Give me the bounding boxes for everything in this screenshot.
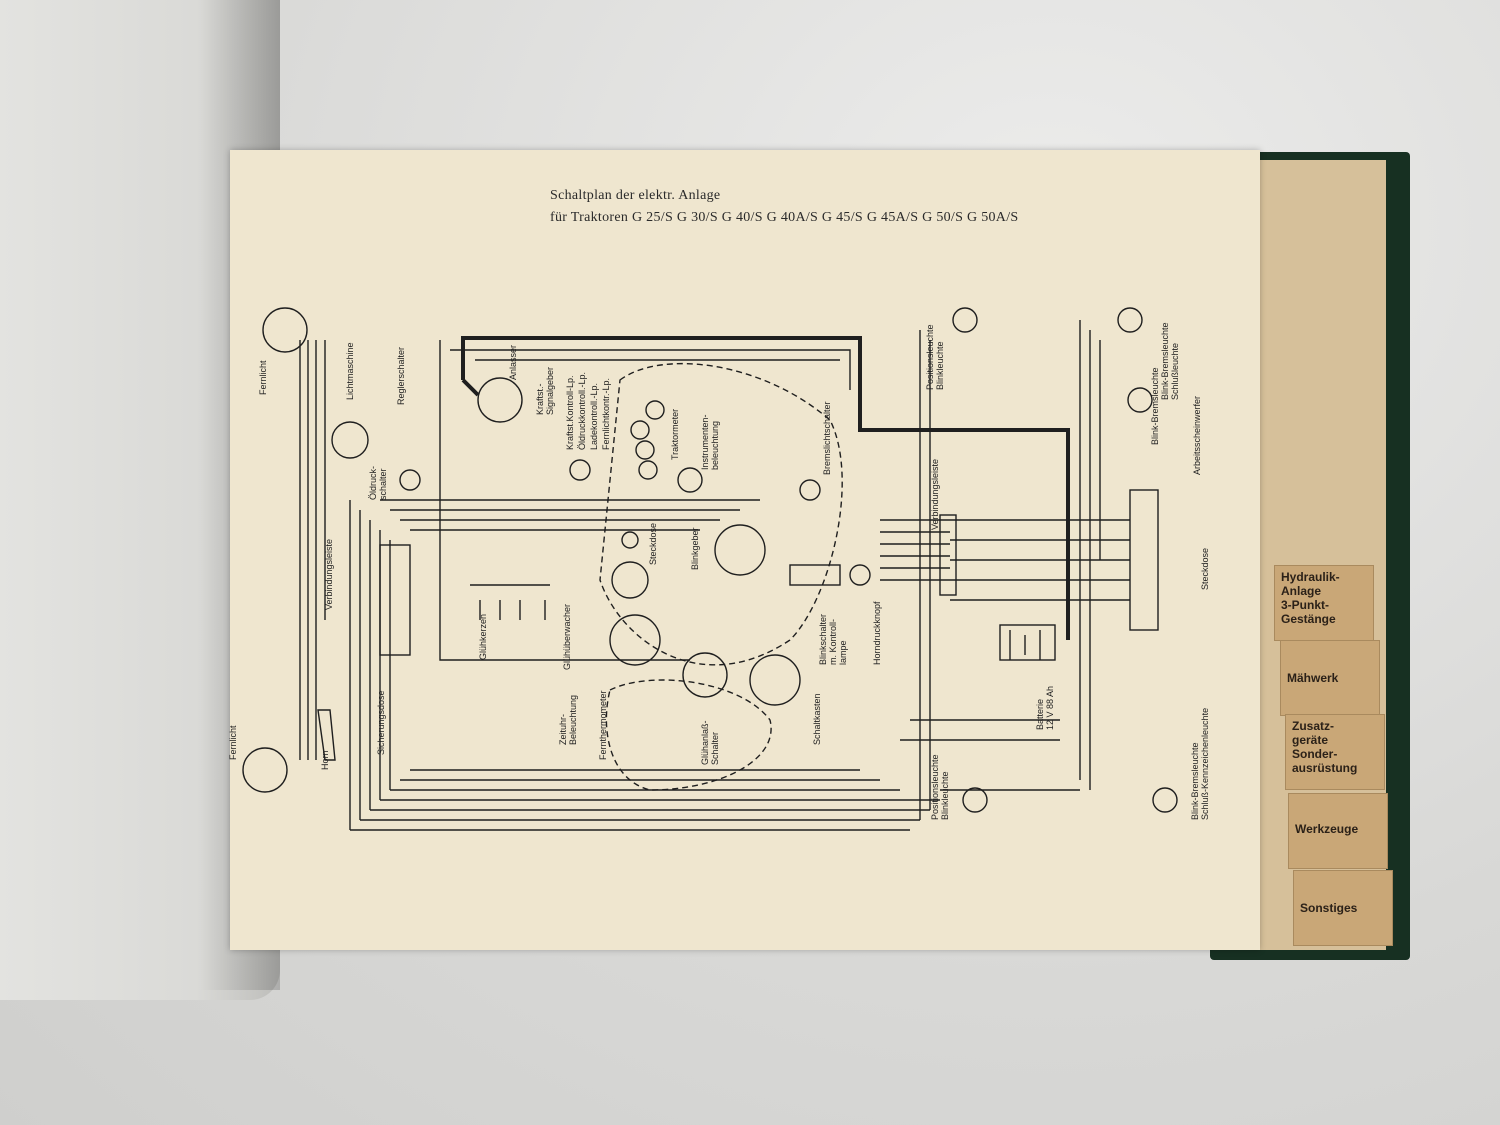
label-blinkschalter: Blinkschalter m. Kontroll- lampe	[818, 613, 848, 665]
label-fernthermometer: Fernthermometer	[598, 690, 608, 760]
tab-label: Anlage	[1281, 584, 1322, 598]
label-blink-brems-bottom: Blink-Bremsleuchte Schluß-Kennzeichenleu…	[1190, 707, 1210, 820]
label-gluehkerzen: Glühkerzen	[478, 613, 488, 660]
tab-label: Werkzeuge	[1295, 822, 1359, 836]
tab-label: Sonstiges	[1300, 901, 1358, 915]
tab-label: Zusatz-	[1292, 719, 1334, 733]
label-traktormeter: Traktormeter	[670, 408, 680, 460]
tab-zusatzgeraete[interactable]: Zusatz- geräte Sonder- ausrüstung	[1285, 714, 1385, 790]
label-oeldruckkontroll: Öldruckkontroll.-Lp.	[577, 371, 587, 450]
label-sicherungsdose: Sicherungsdose	[376, 690, 386, 755]
label-instrumentenbeleuchtung: Instrumenten- beleuchtung	[700, 414, 720, 470]
label-zeituhr: Zeituhr- Beleuchtung	[558, 694, 578, 745]
label-positionsleuchte-bottom: Positionsleuchte Blinkleuchte	[930, 754, 950, 820]
tab-werkzeuge[interactable]: Werkzeuge	[1288, 793, 1388, 869]
label-blinkgeber: Blinkgeber	[690, 527, 700, 570]
label-verbindungsleiste-left: Verbindungsleiste	[324, 538, 334, 610]
label-arbeitsscheinwerfer: Arbeitsscheinwerfer	[1192, 395, 1202, 475]
tab-label: Hydraulik-	[1281, 570, 1340, 584]
tab-label: Mähwerk	[1287, 671, 1339, 685]
label-batterie: Batterie 12 V 88 Ah	[1035, 685, 1055, 730]
label-positionsleuchte-top: Positionsleuchte Blinkleuchte	[925, 324, 945, 390]
tab-label: 3-Punkt-	[1281, 598, 1329, 612]
tab-label: geräte	[1292, 733, 1329, 747]
label-anlasser: Anlasser	[508, 344, 518, 380]
label-blink-brems-top: Blink-Bremsleuchte Schlußleuchte	[1160, 322, 1180, 400]
label-ladekontroll: Ladekontroll.-Lp.	[589, 382, 599, 450]
tab-maehwerk[interactable]: Mähwerk	[1280, 640, 1380, 716]
tab-label: ausrüstung	[1292, 761, 1358, 775]
label-kraftst-signalgeber: Kraftst.- Signalgeber	[535, 366, 555, 415]
label-steckdose-right: Steckdose	[1200, 547, 1210, 590]
label-schaltkasten: Schaltkasten	[812, 693, 822, 745]
label-horndruckknopf: Horndruckknopf	[872, 601, 882, 665]
label-gluehueberwacher: Glühüberwacher	[562, 603, 572, 670]
label-fernlicht-top: Fernlicht	[258, 360, 268, 395]
label-verbindungsleiste-right: Verbindungsleiste	[930, 458, 940, 530]
label-steckdose-mid: Steckdose	[648, 522, 658, 565]
schematic-page	[230, 150, 1260, 950]
page-title: Schaltplan der elektr. Anlage	[550, 188, 721, 203]
label-horn: Horn	[320, 750, 330, 770]
label-lichtmaschine: Lichtmaschine	[345, 342, 355, 400]
label-bremslichtschalter: Bremslichtschalter	[822, 401, 832, 475]
tab-hydraulik[interactable]: Hydraulik- Anlage 3-Punkt- Gestänge	[1274, 565, 1374, 641]
tab-label: Gestänge	[1281, 612, 1336, 626]
page-subtitle: für Traktoren G 25/S G 30/S G 40/S G 40A…	[550, 210, 1019, 225]
label-kraftst-kontroll: Kraftst.Kontroll-Lp.	[565, 375, 575, 450]
tab-label: Sonder-	[1292, 747, 1338, 761]
label-oeldruckschalter: Öldruck- schalter	[368, 465, 388, 500]
label-gluehanlass: Glühanlaß- Schalter	[700, 720, 720, 765]
tab-sonstiges[interactable]: Sonstiges	[1293, 870, 1393, 946]
label-fernlichtkontr: Fernlichtkontr.-Lp.	[601, 377, 611, 450]
label-blink-brems-arbeit: Blink-Bremsleuchte	[1150, 367, 1160, 445]
label-fernlicht-bottom: Fernlicht	[228, 725, 238, 760]
label-reglerschalter: Reglerschalter	[396, 346, 406, 405]
